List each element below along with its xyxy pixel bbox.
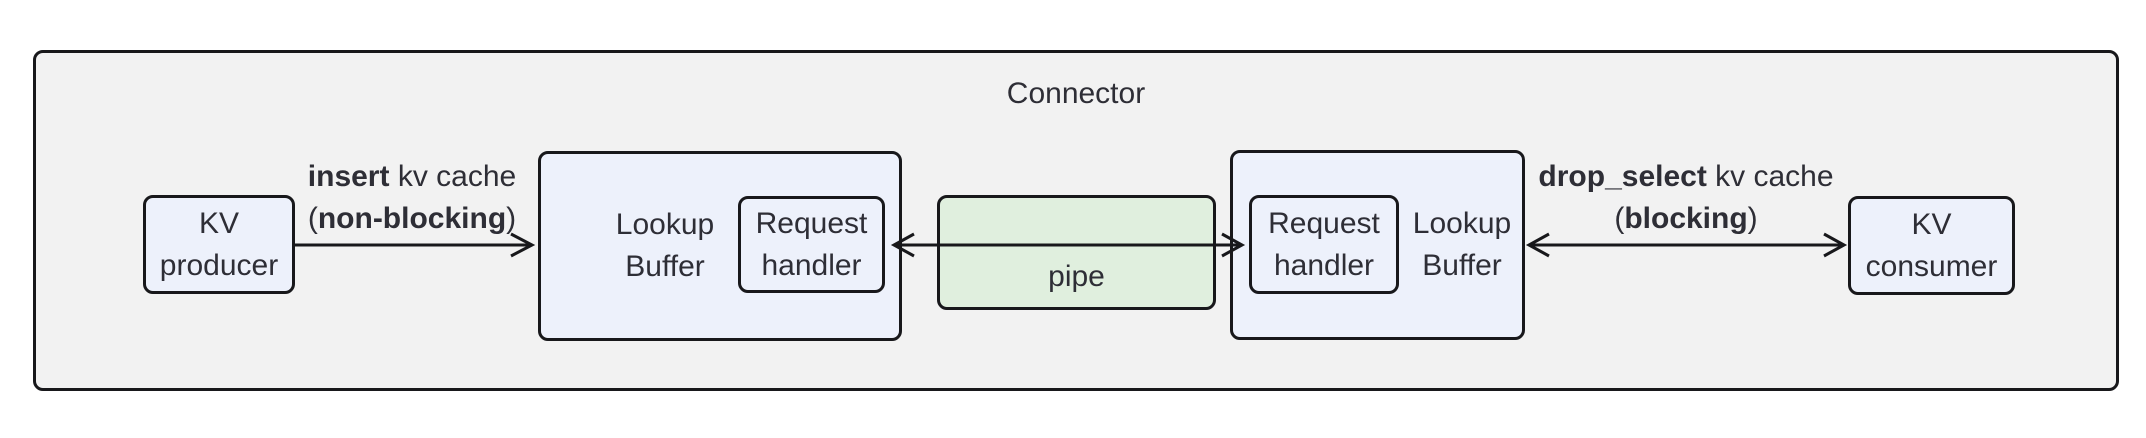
- request-handler-right-line1: Request: [1268, 206, 1380, 240]
- lookup-buffer-right-line1: Lookup: [1412, 207, 1512, 240]
- insert-arrow-label-line1: insert kv cache: [252, 156, 572, 198]
- lookup-buffer-left-node: Lookup Buffer Request handler: [538, 151, 902, 341]
- request-handler-left-line1: Request: [755, 206, 868, 240]
- insert-paren-close: ): [506, 202, 517, 235]
- pipe-label: pipe: [1048, 260, 1105, 293]
- insert-arrow-label: insert kv cache (non-blocking): [252, 156, 572, 240]
- lookup-buffer-left-line1: Lookup: [615, 208, 715, 241]
- kv-consumer-line1: KV: [1911, 207, 1952, 241]
- kv-producer-line1: KV: [198, 206, 240, 240]
- lookup-buffer-left-label: Lookup Buffer: [565, 154, 765, 338]
- lookup-buffer-right-line2: Buffer: [1422, 249, 1502, 282]
- drop-select-method-text: drop_select: [1538, 160, 1707, 193]
- insert-paren-open: (: [307, 202, 318, 235]
- insert-suffix-text: kv cache: [389, 160, 517, 193]
- request-handler-right-node: Request handler: [1249, 195, 1399, 294]
- drop-select-paren-close: ): [1747, 202, 1758, 235]
- lookup-buffer-right-label: Lookup Buffer: [1399, 153, 1525, 337]
- insert-arrow-label-line2: (non-blocking): [252, 198, 572, 240]
- kv-producer-node: KV producer: [143, 195, 295, 294]
- drop-select-arrow-label-line1: drop_select kv cache: [1526, 156, 1846, 198]
- connector-title: Connector: [1006, 77, 1146, 110]
- request-handler-right-line2: handler: [1273, 248, 1375, 282]
- drop-select-arrow-label-line2: (blocking): [1526, 198, 1846, 240]
- request-handler-left-line2: handler: [761, 248, 862, 282]
- drop-select-mode-text: blocking: [1624, 202, 1748, 235]
- drop-select-suffix-text: kv cache: [1706, 160, 1834, 193]
- insert-mode-text: non-blocking: [317, 202, 507, 235]
- kv-consumer-line2: consumer: [1865, 249, 1998, 283]
- kv-consumer-node: KV consumer: [1848, 196, 2015, 295]
- request-handler-left-node: Request handler: [738, 196, 885, 293]
- pipe-node: pipe: [937, 195, 1216, 310]
- drop-select-paren-open: (: [1614, 202, 1625, 235]
- kv-producer-line2: producer: [159, 248, 279, 282]
- lookup-buffer-left-line2: Buffer: [625, 250, 705, 283]
- lookup-buffer-right-node: Request handler Lookup Buffer: [1230, 150, 1525, 340]
- drop-select-arrow-label: drop_select kv cache (blocking): [1526, 156, 1846, 240]
- insert-method-text: insert: [307, 160, 390, 193]
